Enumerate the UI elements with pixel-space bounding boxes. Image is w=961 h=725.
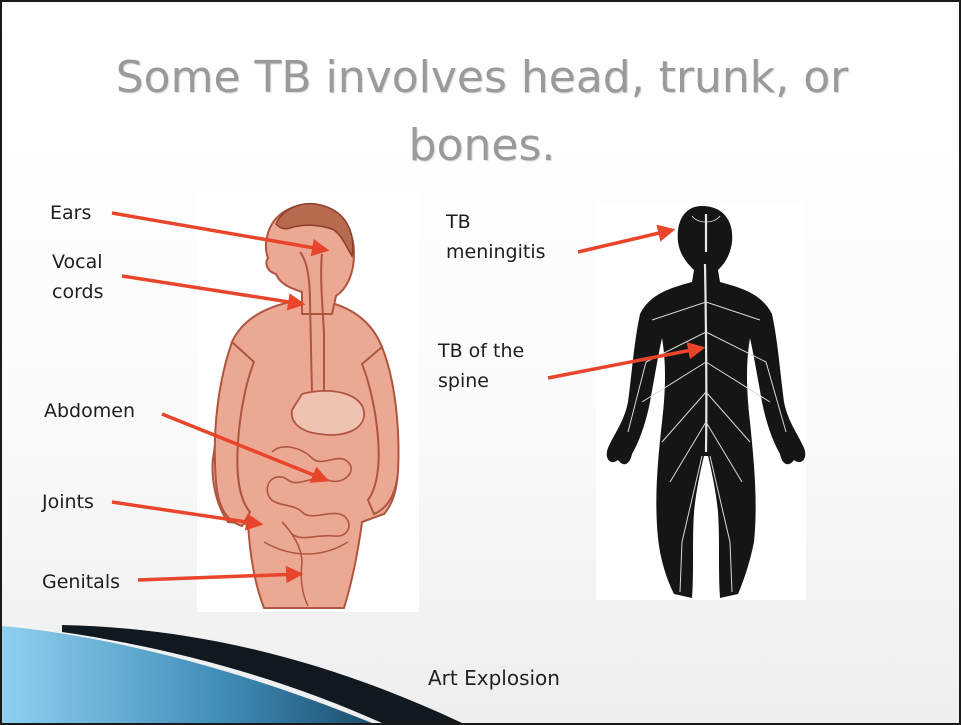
image-credit: Art Explosion: [428, 666, 560, 690]
torso-silhouette: [213, 302, 398, 608]
nervous-system-illustration: [607, 206, 806, 598]
label-vocal-cords: Vocal cords: [52, 247, 104, 307]
label-abdomen: Abdomen: [44, 396, 135, 426]
label-joints: Joints: [42, 487, 94, 517]
human-anatomy-illustration: [213, 204, 399, 608]
spinal-cord: [705, 214, 706, 452]
meningitis-arrow: [578, 230, 672, 252]
label-tb-meningitis: TB meningitis: [446, 207, 546, 267]
stomach: [292, 391, 364, 435]
callout-arrows: [112, 213, 702, 580]
label-tb-of-the-spine: TB of the spine: [438, 336, 524, 396]
label-ears: Ears: [50, 198, 91, 228]
label-genitals: Genitals: [42, 567, 120, 597]
decorative-swoosh: [2, 625, 462, 723]
vocal-cords-arrow: [122, 276, 302, 304]
